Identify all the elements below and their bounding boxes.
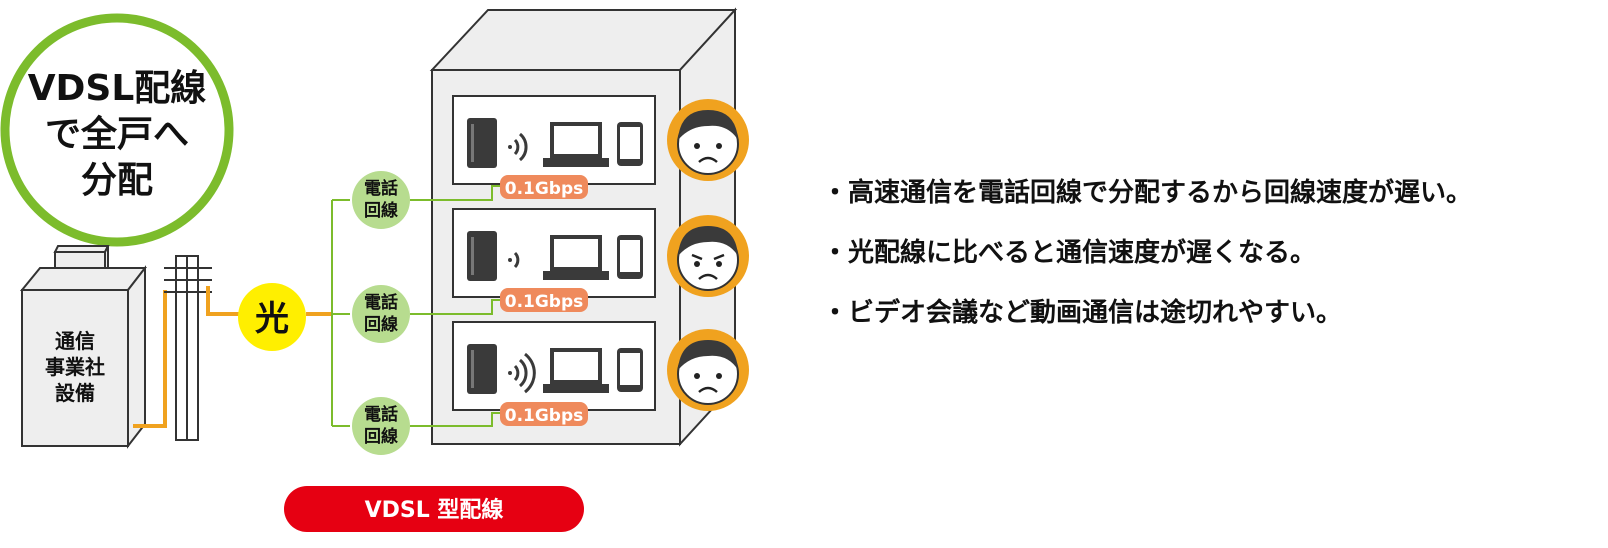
laptop-icon — [543, 235, 609, 280]
fiber-label: 光 — [255, 299, 289, 339]
speed-label: 0.1Gbps — [505, 179, 584, 199]
speed-label: 0.1Gbps — [505, 406, 584, 426]
callout-line-1: VDSL配線 — [28, 68, 207, 109]
laptop-icon — [543, 348, 609, 393]
callout-line-2: で全戸へ — [45, 113, 189, 155]
drawback-item: ・高速通信を電話回線で分配するから回線速度が遅い。 — [822, 176, 1472, 236]
smartphone-icon — [617, 235, 643, 279]
vdsl-banner-label: VDSL 型配線 — [365, 497, 504, 523]
speed-label: 0.1Gbps — [505, 292, 584, 312]
carrier-label-2: 事業社 — [45, 355, 105, 379]
phone-line-label-top: 電話 — [364, 292, 398, 313]
router-icon — [467, 344, 497, 394]
phone-line-label-bottom: 回線 — [364, 200, 398, 221]
floor-unit-1: 0.1Gbps — [453, 96, 655, 199]
utility-pole — [164, 256, 212, 440]
drawback-item: ・光配線に比べると通信速度が遅くなる。 — [822, 236, 1472, 296]
vdsl-banner: VDSL 型配線 — [284, 486, 584, 532]
floor-unit-3: 0.1Gbps — [453, 322, 655, 426]
fiber-badge: 光 — [238, 283, 306, 351]
router-icon — [467, 231, 497, 281]
phone-line-label-top: 電話 — [364, 404, 398, 425]
phone-line-badge-2: 電話 回線 — [352, 285, 410, 343]
angry-face-icon — [667, 215, 749, 297]
floor-unit-2: 0.1Gbps — [453, 209, 655, 312]
drawback-item: ・ビデオ会議など動画通信は途切れやすい。 — [822, 296, 1472, 356]
callout-line-3: 分配 — [81, 160, 153, 201]
drawback-list: ・高速通信を電話回線で分配するから回線速度が遅い。 ・光配線に比べると通信速度が… — [822, 176, 1472, 356]
carrier-label-3: 設備 — [55, 381, 95, 405]
callout-circle: VDSL配線 で全戸へ 分配 — [5, 18, 229, 242]
carrier-equipment: 通信 事業社 設備 — [22, 246, 145, 446]
fiber-cable-pole — [208, 286, 240, 314]
phone-line-label-bottom: 回線 — [364, 426, 398, 447]
phone-line-label-top: 電話 — [364, 178, 398, 199]
phone-line-label-bottom: 回線 — [364, 314, 398, 335]
smartphone-icon — [617, 348, 643, 392]
sad-face-icon — [667, 329, 749, 411]
laptop-icon — [543, 122, 609, 167]
sad-face-icon — [667, 99, 749, 181]
carrier-label-1: 通信 — [55, 329, 95, 353]
smartphone-icon — [617, 122, 643, 166]
router-icon — [467, 118, 497, 168]
phone-line-branches — [332, 200, 350, 426]
phone-line-badge-3: 電話 回線 — [352, 397, 410, 455]
phone-line-badge-1: 電話 回線 — [352, 171, 410, 229]
